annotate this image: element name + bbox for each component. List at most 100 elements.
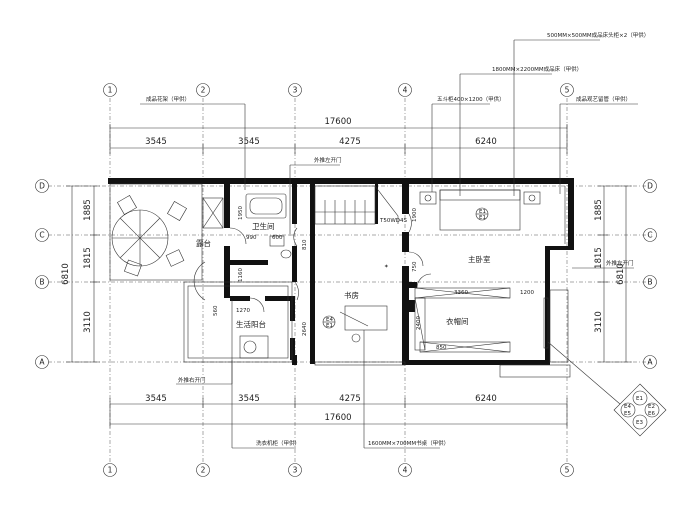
wall-balcony-top	[230, 296, 250, 301]
wall-col4-upper	[402, 184, 409, 214]
dimension-segment: 4275	[339, 394, 361, 404]
wall-col4-lower	[402, 266, 409, 365]
row-bubble-right	[643, 228, 657, 242]
door-swing	[416, 273, 432, 289]
door-swing	[193, 261, 206, 301]
chair-icon	[351, 333, 361, 343]
balcony-outline	[183, 281, 293, 363]
legend-label: E3	[636, 420, 643, 426]
legend-label: E6	[648, 411, 655, 417]
row-label: D	[647, 182, 653, 191]
dimension-total: 6810	[616, 263, 626, 285]
column-label: 4	[403, 86, 408, 95]
room-label-master-bedroom: 主卧室	[468, 254, 491, 264]
dimension-total: 17600	[324, 117, 351, 127]
dimension-right: 1885 1815 3110 6810	[594, 185, 632, 363]
column-bubble-top	[103, 83, 117, 97]
walls	[108, 178, 574, 365]
door-swing	[294, 281, 299, 301]
column-label: 5	[565, 86, 570, 95]
room-label-service-balcony: 生活阳台	[236, 319, 266, 329]
row-bubble-right	[643, 355, 657, 369]
room-labels: 卫生间 露台 书房 主卧室 衣帽间 生活阳台	[196, 221, 491, 329]
note-washer: 洗衣机柜（甲供）	[256, 439, 300, 447]
dim-label: 1270	[236, 308, 250, 314]
dimension-total: 6810	[61, 263, 71, 285]
dimension-segment: 3110	[594, 311, 604, 333]
wall-right-lower	[545, 246, 550, 364]
washer-cabinet-icon	[239, 335, 269, 359]
dimension-segment: 1815	[83, 247, 93, 269]
dim-label: 1950	[238, 206, 244, 220]
chair-icon	[165, 249, 185, 267]
dimension-segment: 3110	[83, 311, 93, 333]
legend-label: E5	[624, 411, 631, 417]
washer-icon	[243, 340, 257, 354]
note-bedside: 500MM×500MM成品床头柜×2（甲供）	[547, 31, 649, 39]
wall-top	[108, 178, 574, 184]
note-door-out-left-top: 外推左开门	[314, 156, 342, 164]
wall-right-step	[545, 246, 574, 250]
wall-right-upper	[568, 178, 574, 248]
hall-sill	[314, 361, 406, 366]
wall-bath-right	[292, 184, 297, 224]
staircase	[314, 185, 399, 225]
dim-label: 2640	[302, 322, 308, 336]
wall-bath-left	[224, 184, 230, 228]
door-swing	[229, 227, 247, 245]
elevation-mark-label: E1	[479, 209, 486, 215]
column-label: 3	[293, 466, 298, 475]
note-bed: 1800MM×2200MM成品床（甲供）	[492, 65, 582, 73]
note-door-out-right: 外推右开门	[178, 376, 206, 384]
dim-label: 1900	[412, 208, 418, 222]
dimension-segment: 1815	[594, 247, 604, 269]
wall-balcony-right	[290, 301, 295, 321]
bedroom-furniture	[408, 189, 541, 289]
section-marks: E1 E1 E4 E1	[322, 207, 489, 329]
elevation-mark-label: E1	[326, 323, 333, 329]
legend-diamond	[613, 383, 667, 437]
window-box	[202, 197, 224, 229]
row-bubble-left	[35, 355, 49, 369]
chair-icon	[123, 259, 143, 277]
column-label: 2	[201, 86, 206, 95]
dimension-segment: 3545	[145, 137, 167, 147]
column-bubble-bottom	[560, 463, 574, 477]
right-window	[549, 289, 569, 363]
note-desk: 1600MM×700MM书桌（甲供）	[368, 439, 449, 447]
column-label: 1	[108, 86, 113, 95]
dimension-bottom: 3545 3545 4275 6240 17600	[109, 394, 568, 428]
wall-hall-left	[310, 184, 315, 364]
column-bubble-top	[560, 83, 574, 97]
column-bubble-bottom	[288, 463, 302, 477]
wall-balcony-right-lower	[290, 338, 295, 360]
wall-bath-right-lower	[292, 246, 297, 282]
dimension-top: 17600 3545 3545 4275 6240	[109, 117, 568, 154]
basin-icon	[269, 235, 285, 247]
row-label: D	[39, 182, 45, 191]
note-door-out-left-right: 外推左开门	[606, 259, 634, 267]
column-label: 4	[403, 466, 408, 475]
row-label: C	[39, 231, 44, 240]
chair-icon	[117, 195, 137, 215]
wall-balcony-top-right	[265, 296, 295, 301]
dimension-segment: 6240	[475, 137, 497, 147]
row-label: A	[647, 358, 653, 367]
legend-label: E4	[624, 404, 631, 410]
closet-shelf	[419, 341, 511, 353]
legend-label: E2	[648, 404, 655, 410]
row-label: A	[39, 358, 45, 367]
note-flower-shelf: 成品花架（甲供）	[146, 95, 190, 103]
dim-label: 750	[412, 261, 418, 272]
axis-lines	[48, 98, 652, 462]
dimension-segment: 1885	[83, 199, 93, 221]
column-bubble-top	[196, 83, 210, 97]
section-index-legend: E1 E3 E4 E5 E2 E6	[547, 341, 667, 437]
column-bubbles: 1 2 3 4 5 1 2 3 4 5	[103, 83, 574, 477]
wall-bath-bottom	[230, 260, 268, 265]
wall-b-right	[409, 282, 417, 288]
terrace-outline	[109, 183, 203, 281]
closet-shelf	[414, 287, 511, 299]
column-bubble-top	[288, 83, 302, 97]
study-furniture: ✶	[339, 251, 424, 343]
